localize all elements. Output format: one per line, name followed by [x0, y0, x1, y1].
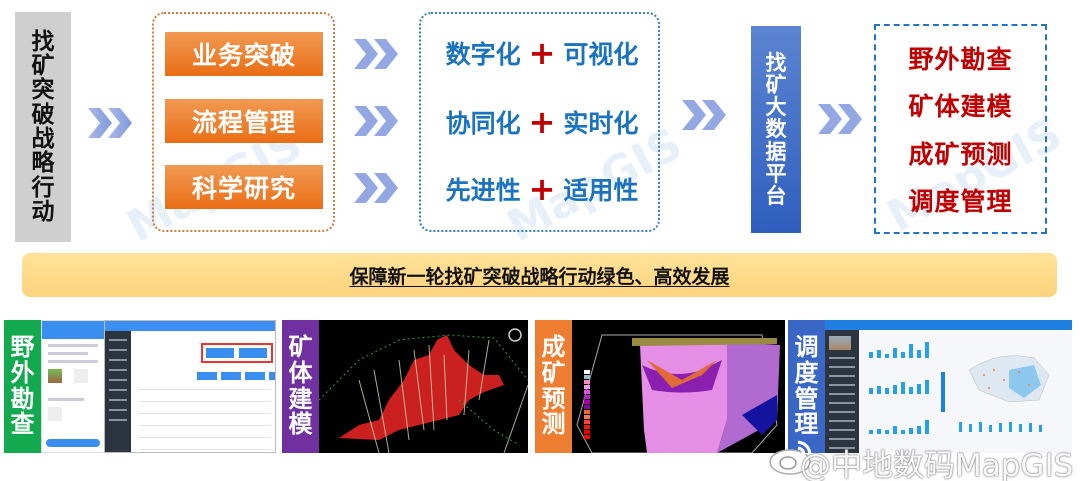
double-chevron-right-icon	[818, 104, 864, 134]
label-char: 平	[765, 161, 787, 186]
application-item: 矿体建模	[908, 92, 1013, 122]
plus-icon: +	[528, 34, 556, 72]
label-char: 动	[31, 199, 55, 226]
label-char: 数	[765, 117, 787, 142]
label-char: 找	[31, 28, 55, 55]
panel-label-field-survey: 野 外 勘 查	[4, 320, 41, 453]
label-char: 管	[794, 384, 819, 413]
label-char: 野	[10, 332, 35, 361]
label-char: 台	[765, 184, 787, 209]
business-focus-group	[152, 12, 335, 232]
scientific-research-box: 科学研究	[165, 165, 323, 209]
label-char: 度	[794, 358, 819, 387]
label-char: 测	[541, 410, 566, 439]
panel-label-dispatch-management: 调 度 管 理	[788, 320, 825, 453]
label-char: 预	[541, 384, 566, 413]
double-chevron-right-icon	[354, 173, 400, 203]
label-char: 矿	[31, 52, 55, 79]
label-char: 查	[10, 410, 35, 439]
dispatch-dashboard-screenshot	[825, 320, 1072, 453]
capability-left: 协同化	[445, 109, 521, 138]
label-char: 模	[288, 410, 313, 439]
application-item: 成矿预测	[908, 139, 1013, 169]
label-char: 矿	[541, 358, 566, 387]
capability-line: 协同化 + 实时化	[432, 103, 652, 141]
panel-label-mineralization-prediction: 成 矿 预 测	[535, 320, 572, 453]
capability-line: 数字化 + 可视化	[432, 34, 652, 72]
credit-watermark: @中地数码MapGIS	[800, 448, 1074, 481]
business-breakthrough-box: 业务突破	[165, 32, 323, 76]
label-char: 建	[288, 384, 313, 413]
field-survey-desktop-screenshot	[104, 320, 276, 453]
prediction-3d-block-image	[572, 320, 785, 453]
mining-breakthrough-action-label: 找 矿 突 破 战 略 行 动	[15, 12, 71, 242]
applications-box: 野外勘查 矿体建模 成矿预测 调度管理	[874, 24, 1047, 234]
label-char: 勘	[10, 384, 35, 413]
double-chevron-right-icon	[682, 100, 728, 130]
label-char: 突	[31, 77, 55, 104]
double-chevron-right-icon	[354, 39, 400, 69]
mining-big-data-platform-label: 找 矿 大 数 据 平 台	[751, 26, 801, 233]
double-chevron-right-icon	[88, 108, 134, 138]
label-char: 成	[541, 332, 566, 361]
label-char: 行	[31, 174, 55, 201]
capability-left: 数字化	[445, 40, 521, 69]
plus-icon: +	[528, 103, 556, 141]
weibo-logo-icon	[769, 440, 812, 475]
capability-right: 实时化	[563, 109, 639, 138]
field-survey-mobile-screenshot	[41, 320, 105, 453]
capability-left: 先进性	[445, 176, 521, 205]
label-char: 矿	[765, 72, 787, 97]
label-char: 战	[31, 126, 55, 152]
label-char: 大	[765, 95, 787, 120]
label-char: 调	[794, 332, 819, 361]
label-char: 理	[794, 410, 819, 439]
plus-icon: +	[528, 170, 556, 208]
label-char: 据	[765, 139, 787, 164]
application-item: 野外勘查	[908, 44, 1013, 74]
label-char: 找	[765, 50, 787, 75]
panel-label-orebody-modeling: 矿 体 建 模	[282, 320, 319, 453]
label-char: 外	[10, 358, 35, 387]
label-char: 破	[31, 101, 55, 128]
process-management-box: 流程管理	[165, 99, 323, 143]
label-char: 略	[31, 150, 55, 177]
application-item: 调度管理	[908, 187, 1013, 217]
capability-group	[419, 12, 660, 232]
orebody-3d-model-image	[319, 320, 528, 453]
capability-line: 先进性 + 适用性	[432, 170, 652, 208]
label-char: 体	[288, 358, 313, 387]
goal-banner: 保障新一轮找矿突破战略行动绿色、高效发展	[22, 253, 1057, 297]
goal-banner-text: 保障新一轮找矿突破战略行动绿色、高效发展	[349, 265, 730, 288]
double-chevron-right-icon	[354, 106, 400, 136]
capability-right: 适用性	[563, 176, 639, 205]
label-char: 矿	[288, 332, 313, 361]
capability-right: 可视化	[563, 40, 639, 69]
